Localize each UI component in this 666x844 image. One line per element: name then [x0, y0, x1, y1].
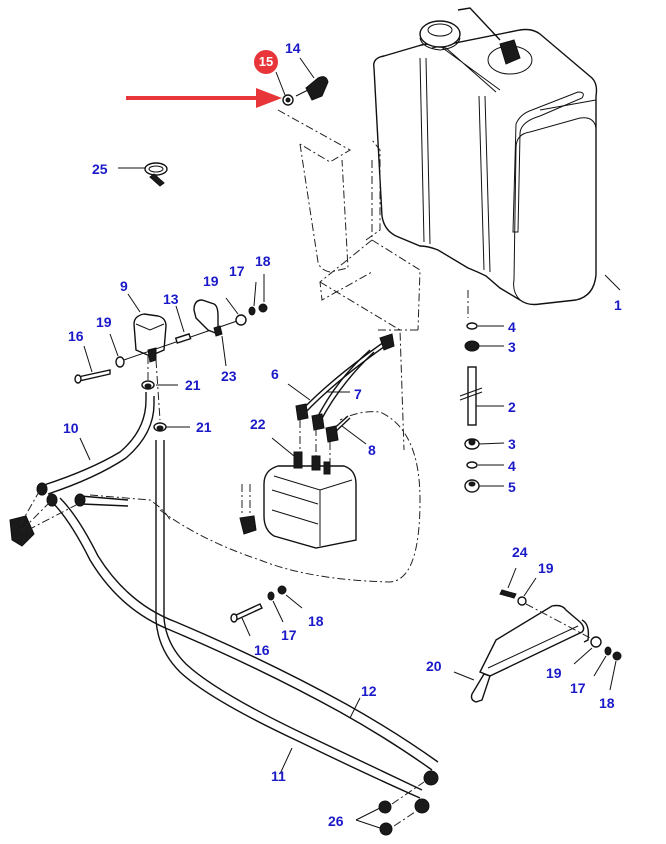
filter-part-9[interactable] — [127, 293, 167, 363]
callout-15-highlighted[interactable]: 15 — [254, 50, 278, 74]
callout-22[interactable]: 22 — [250, 416, 266, 432]
bracket-axis — [525, 603, 595, 641]
nut-part-5[interactable] — [464, 479, 504, 493]
frame-bracket-outline — [89, 109, 469, 583]
callout-4[interactable]: 4 — [508, 319, 516, 335]
cap-part-26[interactable] — [355, 770, 439, 836]
grommet-part-3-upper[interactable] — [464, 340, 504, 352]
grommet-part-3-lower[interactable] — [464, 438, 505, 450]
callout-19[interactable]: 19 — [203, 273, 219, 289]
nut-part-18-lower[interactable] — [277, 585, 303, 609]
callout-9[interactable]: 9 — [120, 278, 128, 294]
callout-11[interactable]: 11 — [271, 768, 286, 784]
clip-part-21-lower[interactable] — [153, 422, 190, 432]
callout-17[interactable]: 17 — [281, 627, 297, 643]
nut-part-18[interactable] — [258, 274, 268, 313]
hose-line-part-8[interactable] — [325, 415, 367, 445]
callout-1[interactable]: 1 — [614, 297, 622, 313]
seal-ring-part-15[interactable] — [275, 71, 294, 106]
washer-part-19-bracket-bottom[interactable] — [573, 636, 602, 665]
pump-axis-lines — [299, 420, 331, 462]
pin-part-13[interactable] — [174, 305, 192, 344]
lockwasher-part-17-bracket[interactable] — [593, 646, 612, 677]
spacer-tube-part-2[interactable] — [459, 366, 504, 426]
hose-line-part-7[interactable] — [311, 349, 375, 431]
clip-part-21-upper[interactable] — [141, 380, 178, 390]
hose-part-11[interactable] — [155, 440, 423, 799]
callout-18[interactable]: 18 — [255, 253, 271, 269]
callout-20[interactable]: 20 — [426, 658, 442, 674]
callout-12[interactable]: 12 — [361, 683, 377, 699]
callout-5[interactable]: 5 — [508, 479, 516, 495]
callout-6[interactable]: 6 — [271, 366, 279, 382]
callout-13[interactable]: 13 — [163, 291, 179, 307]
callout-19[interactable]: 19 — [96, 314, 112, 330]
callout-25[interactable]: 25 — [92, 161, 108, 177]
bolt-part-16[interactable] — [74, 345, 111, 384]
pump-module-part-22[interactable] — [263, 437, 357, 549]
callout-18[interactable]: 18 — [308, 613, 324, 629]
lockwasher-part-17-lower[interactable] — [267, 591, 284, 623]
hose-line-part-6[interactable] — [287, 333, 395, 421]
nut-part-18-bracket[interactable] — [609, 651, 622, 691]
callout-2[interactable]: 2 — [508, 399, 516, 415]
callout-21[interactable]: 21 — [185, 377, 201, 393]
callout-19[interactable]: 19 — [546, 665, 562, 681]
washer-part-19-bracket-top[interactable] — [517, 577, 537, 606]
callout-4[interactable]: 4 — [508, 458, 516, 474]
bracket-part-20[interactable] — [453, 604, 590, 703]
callout-21[interactable]: 21 — [196, 419, 212, 435]
callout-18[interactable]: 18 — [599, 695, 615, 711]
callout-7[interactable]: 7 — [354, 386, 362, 402]
callout-8[interactable]: 8 — [368, 442, 376, 458]
tank-part-1[interactable] — [373, 7, 621, 306]
callout-10[interactable]: 10 — [63, 420, 79, 436]
callout-17[interactable]: 17 — [570, 680, 586, 696]
bolt-part-16-lower[interactable] — [230, 603, 263, 637]
sensor-part-14[interactable] — [295, 57, 329, 101]
connector-plug — [239, 484, 257, 535]
hose-part-12[interactable] — [46, 493, 439, 771]
bolt-part-24[interactable] — [499, 567, 517, 599]
washer-part-19[interactable] — [109, 333, 125, 368]
hose-connector-left — [74, 493, 129, 507]
callout-3[interactable]: 3 — [508, 339, 516, 355]
clamp-part-25[interactable] — [118, 162, 168, 187]
bracket-part-23[interactable] — [193, 299, 227, 367]
washer-part-19-right[interactable] — [225, 297, 247, 326]
callout-26[interactable]: 26 — [328, 813, 344, 829]
callout-16[interactable]: 16 — [254, 642, 270, 658]
callout-19[interactable]: 19 — [538, 560, 554, 576]
callout-3[interactable]: 3 — [508, 436, 516, 452]
lockwasher-part-17[interactable] — [248, 281, 257, 316]
tee-connector — [9, 489, 79, 547]
washer-part-4-upper[interactable] — [466, 322, 504, 330]
callout-17[interactable]: 17 — [229, 263, 245, 279]
hose-part-10[interactable] — [36, 392, 155, 496]
highlight-arrow — [126, 88, 282, 108]
washer-part-4-lower[interactable] — [466, 461, 504, 469]
callout-14[interactable]: 14 — [285, 40, 301, 56]
callout-16[interactable]: 16 — [68, 328, 84, 344]
callout-23[interactable]: 23 — [221, 368, 237, 384]
callout-24[interactable]: 24 — [512, 544, 528, 560]
